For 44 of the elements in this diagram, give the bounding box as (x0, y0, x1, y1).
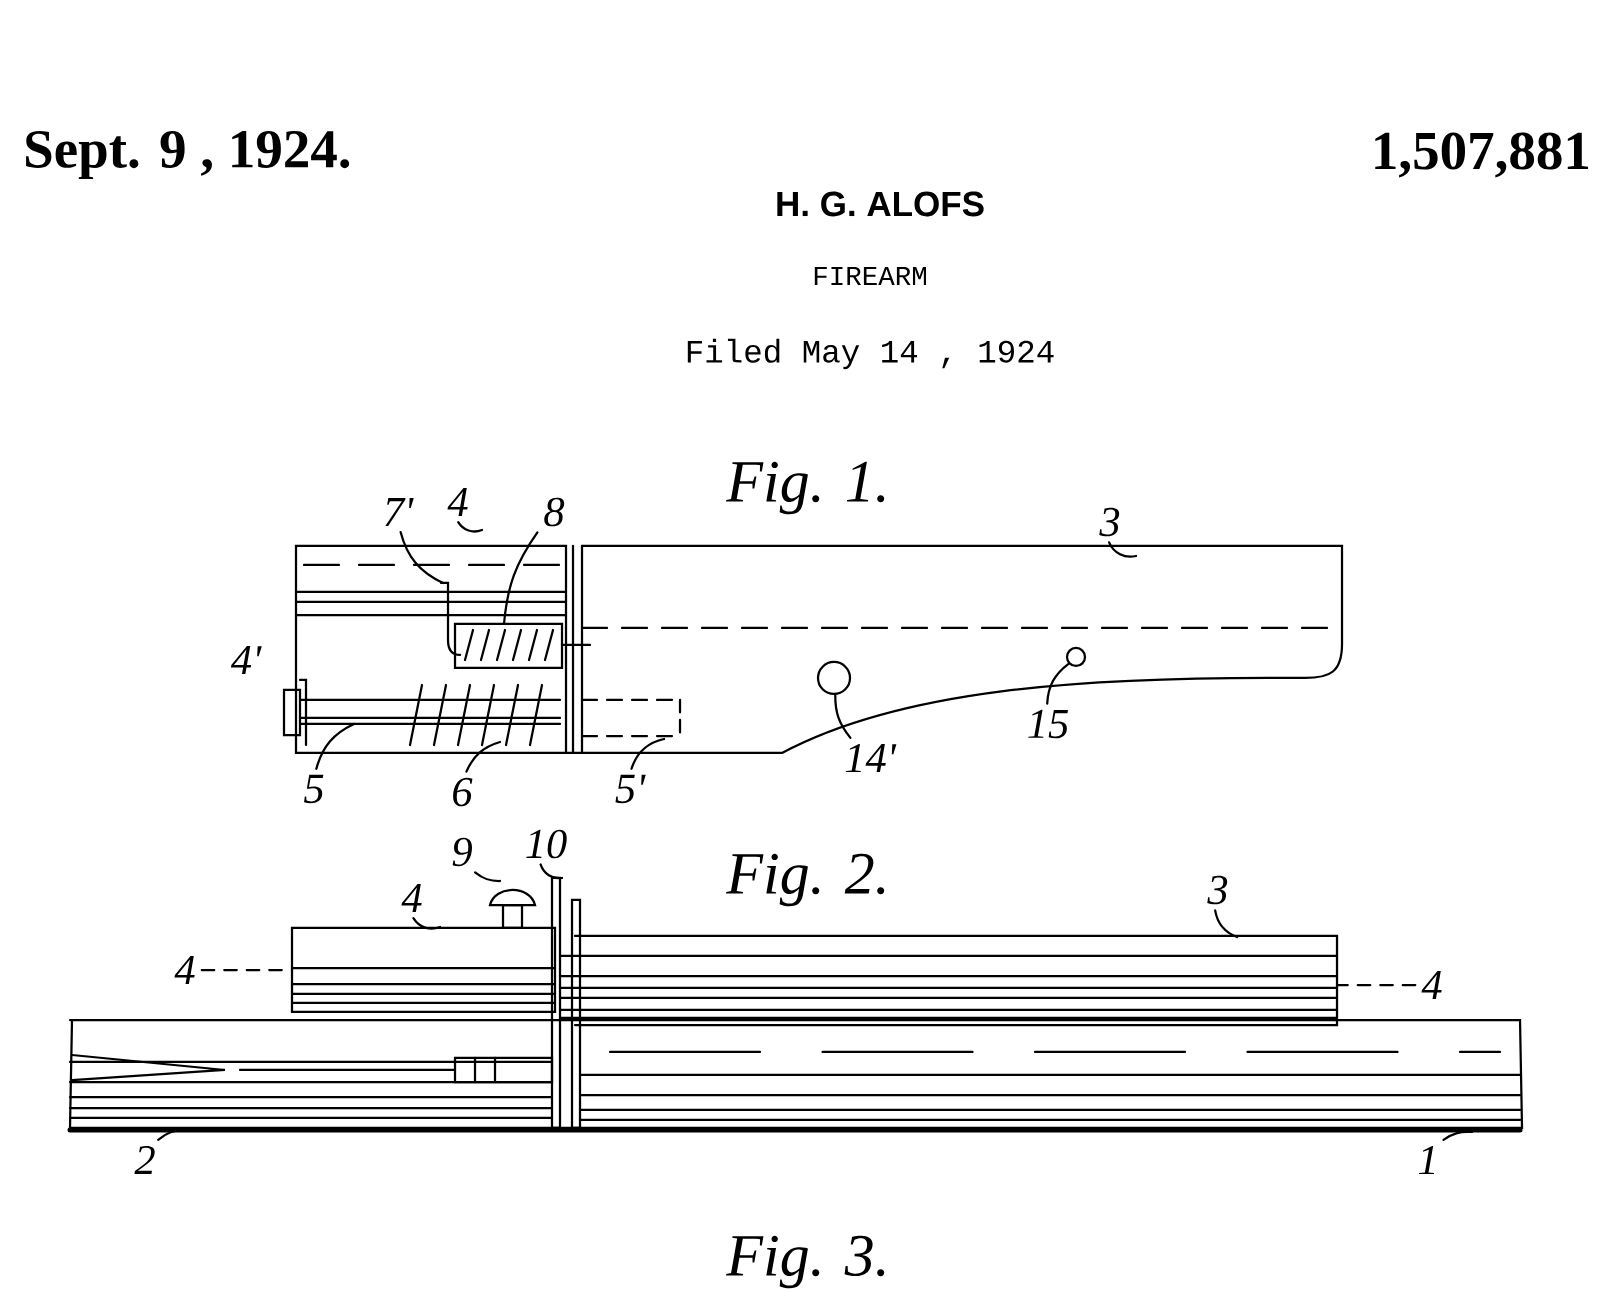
leader-line (457, 520, 484, 533)
callout-number: 10 (526, 829, 567, 859)
leader-line (630, 737, 666, 770)
leader-line (1107, 541, 1138, 558)
figure-label: Fig. 2. (726, 853, 885, 907)
leader-line (1214, 909, 1239, 939)
inventor-name: H. G. ALOFS (777, 191, 984, 217)
section-mark: 4 (1421, 971, 1442, 999)
leader-line (1046, 662, 1070, 705)
hole (1065, 646, 1087, 668)
callout-number: 15 (1028, 709, 1068, 739)
callout-number: 2 (134, 1145, 155, 1175)
callout-number: 9 (452, 837, 472, 867)
date-text: Sept. 9 , 1924. (26, 130, 350, 180)
callout-number: 1 (1418, 1145, 1435, 1175)
leader-line (1442, 1130, 1474, 1141)
filing-date: Filed May 14 , 1924 (687, 338, 1054, 370)
hole (816, 660, 852, 696)
leader-line (412, 917, 442, 930)
callout-number: 4' (230, 646, 262, 674)
callout-number: 8 (544, 497, 565, 527)
leader-line (465, 740, 502, 773)
leader-line (539, 863, 564, 880)
figure-label: Fig. 1. (726, 461, 885, 515)
leader-line (315, 722, 356, 770)
section-mark: 4 (174, 956, 195, 984)
callout-number: 4 (401, 884, 422, 912)
leader-line (473, 871, 502, 883)
callout-number: 3 (1099, 507, 1120, 537)
title-text: FIREARM (814, 266, 926, 286)
leader-line (834, 693, 852, 739)
callout-number: 4 (447, 488, 468, 516)
callout-number: 6 (453, 777, 473, 807)
callout-number: 5 (304, 774, 324, 804)
patent-number: 1,507,881 (1375, 132, 1589, 178)
leader-line (1335, 983, 1417, 987)
figure-label: Fig. 3. (726, 1235, 885, 1289)
callout-number: 14' (845, 743, 897, 773)
callout-number: 3 (1207, 875, 1228, 905)
leader-line (157, 1128, 187, 1141)
callout-number: 5' (615, 774, 646, 804)
leader-line (399, 530, 445, 585)
callout-number: 7' (385, 498, 414, 526)
leader-line (502, 531, 539, 626)
